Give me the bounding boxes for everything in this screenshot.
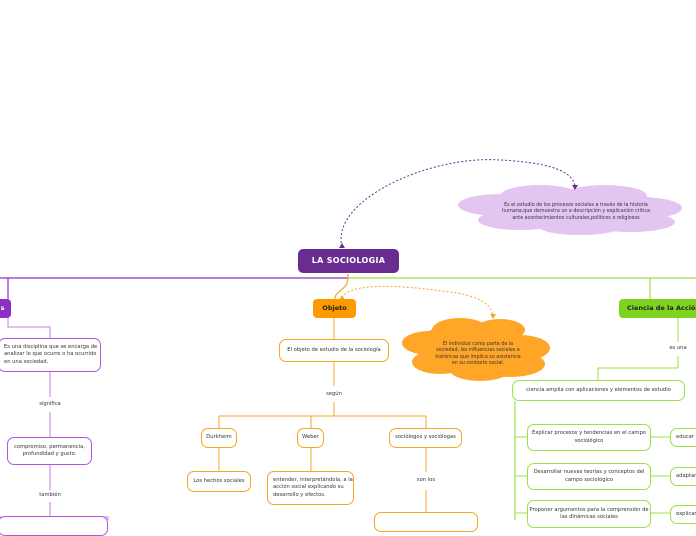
right-definition-node[interactable]: ciencia amplia con aplicaciones y elemen…	[512, 380, 685, 401]
right-item-1[interactable]: Explicar procesos y tendencias en el cam…	[527, 424, 651, 451]
relation-arrow-icon	[339, 295, 345, 300]
mind-map-connectors	[0, 159, 696, 520]
left-link-tambien[interactable]: también	[39, 492, 61, 499]
top-cloud-text: Es el estudio de los procesos sociales a…	[502, 203, 650, 221]
author-sociologos[interactable]: sociólogos y sociólogas	[389, 428, 462, 448]
left-bottom-node[interactable]	[0, 516, 108, 536]
accion-head[interactable]: Ciencia de la Acción	[619, 299, 696, 318]
right-item-3[interactable]: Proponer argumentos para la comprensión …	[527, 500, 651, 528]
root-node[interactable]: LA SOCIOLOGIA	[298, 249, 399, 273]
author-weber[interactable]: Weber	[297, 428, 324, 448]
object-node[interactable]: El objeto de estudio de la sociología	[279, 339, 389, 362]
relation-arrow-icon	[339, 243, 345, 248]
connector	[7, 318, 51, 338]
left-meaning-node[interactable]: compromiso, permanencia, profundidad y g…	[7, 437, 92, 465]
connector	[334, 274, 349, 300]
right-item-2-next[interactable]: adaptar	[670, 467, 696, 486]
sociologos-link[interactable]: son los	[416, 477, 436, 484]
orange-cloud-shape	[402, 318, 550, 381]
left-link-significa[interactable]: significa	[39, 401, 61, 408]
left-branch-head[interactable]: s	[0, 299, 11, 318]
right-link-es-una[interactable]: es una	[669, 345, 687, 352]
connector	[597, 356, 679, 380]
relation-arrow-icon	[572, 185, 578, 190]
left-definition-node[interactable]: Es una disciplina que se encarga de anal…	[0, 338, 101, 372]
top-cloud-shape	[458, 185, 682, 235]
author-durkheim[interactable]: Durkheim	[201, 428, 237, 448]
relation-arrow-icon	[490, 314, 496, 319]
weber-detail[interactable]: entender, interpretándola, a la acción s…	[267, 471, 354, 505]
orange-cloud-text: El individuo como parte de la sociedad, …	[435, 342, 521, 367]
objeto-to-cloud-relation	[341, 285, 494, 317]
sociologos-next-node[interactable]	[374, 512, 478, 532]
right-item-1-next[interactable]: educar	[670, 428, 696, 447]
right-item-3-next[interactable]: explicar	[670, 505, 696, 524]
root-to-cloud-relation	[340, 159, 576, 248]
objeto-head[interactable]: Objeto	[313, 299, 356, 318]
right-item-2[interactable]: Desarrollar nuevas teorías y conceptos d…	[527, 463, 651, 490]
durkheim-detail[interactable]: Los hechos sociales	[187, 471, 251, 492]
center-link-segun[interactable]: según	[326, 390, 342, 397]
